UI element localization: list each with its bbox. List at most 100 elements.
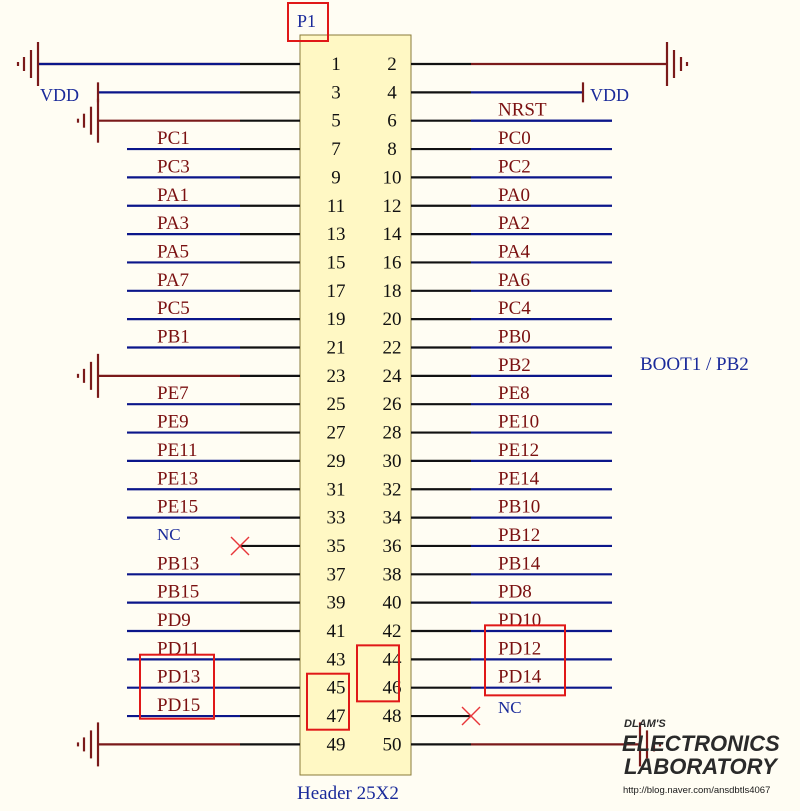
boot-note: BOOT1 / PB2 bbox=[640, 354, 749, 375]
net-label-pd10: PD10 bbox=[498, 610, 541, 631]
ground-icon bbox=[76, 722, 100, 767]
pin-number: 2 bbox=[387, 54, 397, 75]
pin-number: 29 bbox=[327, 451, 346, 472]
net-label-pb2: PB2 bbox=[498, 355, 531, 376]
net-label-pc5: PC5 bbox=[157, 298, 190, 319]
pin-number: 31 bbox=[327, 479, 346, 500]
header-body bbox=[299, 34, 412, 776]
net-label-pb14: PB14 bbox=[498, 553, 541, 574]
net-label-pa3: PA3 bbox=[157, 213, 189, 234]
net-label-pa2: PA2 bbox=[498, 213, 530, 234]
pin-45-47-highlight bbox=[306, 672, 350, 731]
pin-number: 28 bbox=[383, 423, 402, 444]
pin-number: 27 bbox=[327, 423, 346, 444]
pin-number: 22 bbox=[383, 338, 402, 359]
net-label-pe10: PE10 bbox=[498, 412, 539, 433]
net-label-pb13: PB13 bbox=[157, 553, 199, 574]
net-label-pd9: PD9 bbox=[157, 610, 191, 631]
net-label-pc3: PC3 bbox=[157, 156, 190, 177]
net-label-pd12: PD12 bbox=[498, 638, 541, 659]
pin-number: 42 bbox=[383, 621, 402, 642]
pin-number: 18 bbox=[383, 281, 402, 302]
net-label-pd14: PD14 bbox=[498, 667, 542, 688]
pin-number: 19 bbox=[327, 309, 346, 330]
nc-right-label: NC bbox=[498, 698, 522, 717]
pin-number: 24 bbox=[383, 366, 403, 387]
net-wires bbox=[38, 62, 667, 746]
net-label-pa5: PA5 bbox=[157, 241, 189, 262]
net-label-pe11: PE11 bbox=[157, 440, 197, 461]
pin-number: 30 bbox=[383, 451, 402, 472]
pin-number: 49 bbox=[327, 734, 346, 755]
net-label-pb1: PB1 bbox=[157, 327, 190, 348]
pin-number: 14 bbox=[383, 224, 403, 245]
designator-label: P1 bbox=[297, 11, 316, 31]
ground-icon bbox=[638, 722, 662, 767]
net-label-pe13: PE13 bbox=[157, 468, 198, 489]
net-label-pd15: PD15 bbox=[157, 695, 200, 716]
pin-number: 45 bbox=[327, 678, 346, 699]
pin-number: 36 bbox=[383, 536, 402, 557]
net-label-pa1: PA1 bbox=[157, 185, 189, 206]
pin-number: 39 bbox=[327, 593, 346, 614]
ground-symbols bbox=[16, 42, 689, 767]
pd13-pd15-highlight bbox=[139, 653, 215, 720]
watermark-logo: DLAM'S ELECTRONICS LABORATORY http://blo… bbox=[622, 718, 780, 796]
nc-left-label: NC bbox=[157, 525, 181, 544]
ground-icon bbox=[665, 42, 689, 86]
pin-number: 50 bbox=[383, 734, 402, 755]
watermark-line2: ELECTRONICS bbox=[622, 731, 780, 756]
net-label-pa4: PA4 bbox=[498, 241, 531, 262]
pin-number: 34 bbox=[383, 508, 403, 529]
net-label-pb10: PB10 bbox=[498, 497, 540, 518]
ground-icon bbox=[76, 98, 100, 143]
net-label-pa0: PA0 bbox=[498, 185, 530, 206]
pin-number: 32 bbox=[383, 479, 402, 500]
pin-numbers: 1357911131517192123252729313335373941434… bbox=[327, 54, 403, 755]
net-label-pe9: PE9 bbox=[157, 412, 189, 433]
net-label-nrst: NRST bbox=[498, 100, 547, 121]
pd12-pd14-highlight bbox=[484, 624, 566, 697]
pin-number: 5 bbox=[331, 111, 341, 132]
net-label-pb15: PB15 bbox=[157, 582, 199, 603]
pin-number: 1 bbox=[331, 54, 341, 75]
watermark-url: http://blog.naver.com/ansdbtls4067 bbox=[623, 785, 770, 796]
pin-number: 21 bbox=[327, 338, 346, 359]
pin-number: 26 bbox=[383, 394, 402, 415]
ground-icon bbox=[16, 42, 40, 86]
net-label-pc1: PC1 bbox=[157, 128, 190, 149]
pin-number: 16 bbox=[383, 252, 402, 273]
pin-number: 25 bbox=[327, 394, 346, 415]
net-label-pe8: PE8 bbox=[498, 383, 530, 404]
pin-number: 48 bbox=[383, 706, 402, 727]
pin-number: 3 bbox=[331, 82, 341, 103]
pin-44-46-highlight bbox=[356, 644, 400, 703]
pin-number: 46 bbox=[383, 678, 402, 699]
net-label-pa7: PA7 bbox=[157, 270, 189, 291]
pin-number: 38 bbox=[383, 564, 402, 585]
pin-number: 11 bbox=[327, 196, 345, 217]
net-label-pd13: PD13 bbox=[157, 667, 200, 688]
pin-number: 33 bbox=[327, 508, 346, 529]
pin-number: 13 bbox=[327, 224, 346, 245]
net-label-pa6: PA6 bbox=[498, 270, 530, 291]
no-connect-icon bbox=[230, 536, 250, 556]
watermark-line3: LABORATORY bbox=[624, 754, 779, 779]
net-label-pc4: PC4 bbox=[498, 298, 531, 319]
pin-number: 40 bbox=[383, 593, 402, 614]
pin-number: 37 bbox=[327, 564, 346, 585]
net-label-pb12: PB12 bbox=[498, 525, 540, 546]
pin-number: 47 bbox=[327, 706, 346, 727]
vdd-left-label: VDD bbox=[40, 85, 79, 105]
pin-number: 6 bbox=[387, 111, 397, 132]
pin-number: 12 bbox=[383, 196, 402, 217]
net-labels: PC1PC3PA1PA3PA5PA7PC5PB1PE7PE9PE11PE13PE… bbox=[157, 100, 547, 716]
ground-icon bbox=[76, 353, 100, 398]
vdd-right-label: VDD bbox=[590, 85, 629, 105]
pin-number: 41 bbox=[327, 621, 346, 642]
pin-number: 9 bbox=[331, 167, 341, 188]
footer-label: Header 25X2 bbox=[297, 783, 399, 804]
pin-number: 10 bbox=[383, 167, 402, 188]
pin-number: 43 bbox=[327, 649, 346, 670]
